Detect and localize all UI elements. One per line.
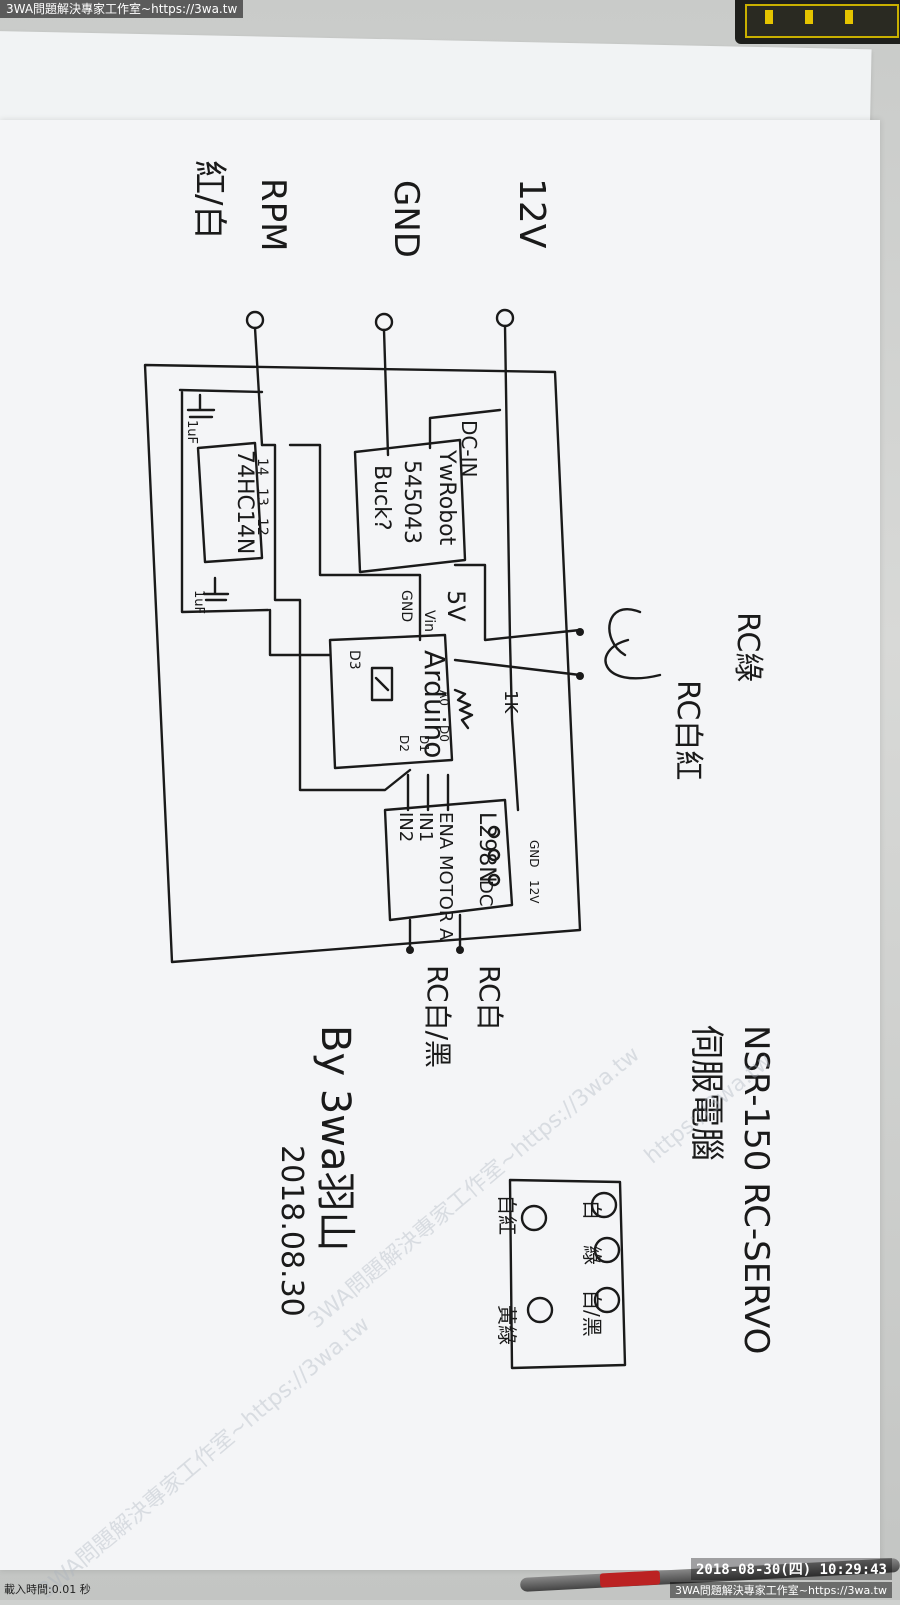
junction-dot (576, 628, 584, 636)
arduino-gnd: GND (398, 590, 414, 622)
driver-name: L298N (474, 812, 499, 883)
label-gnd: GND (386, 180, 426, 258)
cap-wires (178, 388, 270, 614)
schmitt-chip (196, 441, 264, 564)
load-time: 載入時間:0.01 秒 (4, 1583, 91, 1596)
wire-rc-white-red (453, 658, 582, 677)
rc-white-red-arc (604, 638, 662, 680)
wire-rpm (253, 326, 264, 447)
header-pin (805, 10, 813, 24)
terminal-screw (487, 873, 501, 887)
driver-12v: 12V (527, 880, 541, 904)
connector-white-red: 白紅 (495, 1195, 519, 1235)
buck-title: DC-IN (457, 420, 481, 477)
connector-pin (520, 1204, 548, 1232)
label-rc-white-black: RC白/黑 (421, 965, 454, 1068)
arduino-vin: Vin (421, 610, 437, 632)
buck-line3: Buck? (369, 465, 394, 531)
watermark-bar: 3WA問題解決專家工作室~https://3wa.tw (0, 0, 244, 18)
terminal-rpm (245, 310, 265, 330)
wire-dcin (428, 408, 502, 450)
title-line1: NSR-150 RC-SERVO (736, 1025, 776, 1354)
terminal-screw (487, 848, 501, 862)
junction-dot (406, 946, 414, 954)
rc-green-arc (608, 608, 642, 657)
cap-bottom-label: 1uF (191, 590, 206, 614)
drawing-date: 2018.08.30 (274, 1145, 309, 1317)
wire-gnd (382, 328, 390, 457)
schmitt-name: 74HC14N (232, 450, 257, 554)
l298n-driver (383, 798, 514, 922)
junction-dot (456, 946, 464, 954)
wire-signal (260, 443, 412, 792)
label-rc-white-red: RC白紅 (670, 680, 705, 780)
junction-dot (576, 672, 584, 680)
connector-pin (593, 1286, 621, 1314)
connector-pin (593, 1236, 621, 1264)
arduino-board (328, 633, 454, 770)
connector-green: 綠 (580, 1245, 604, 1265)
arduino-d1: D1 (417, 735, 431, 752)
terminal-screw (487, 825, 501, 839)
buck-line1: YwRobot (434, 449, 459, 546)
header-pin (765, 10, 773, 24)
electronics-board (735, 0, 900, 44)
arduino-d2: D2 (397, 735, 411, 752)
buck-module (353, 438, 467, 574)
driver-motor: MOTOR A (435, 855, 456, 941)
cap-top-label: 1uF (184, 420, 199, 444)
title-line2: 伺服電腦 (686, 1025, 726, 1161)
driver-in1: IN1 (415, 812, 436, 842)
wire-12v (503, 324, 520, 812)
wire-motor (408, 913, 462, 952)
arduino-5v: 5V (442, 590, 470, 622)
wire-d3 (268, 608, 332, 657)
terminal-12v (495, 308, 515, 328)
connector-box (508, 1178, 627, 1370)
footer-site: 3WA問題解決專家工作室~https://3wa.tw (670, 1582, 892, 1598)
outer-frame (143, 363, 582, 964)
terminal-gnd (374, 312, 394, 332)
label-rc-white: RC白 (473, 965, 506, 1031)
connector-white-black: 白/黑 (580, 1290, 604, 1337)
arduino-name: Arduino (418, 650, 451, 758)
schmitt-pin-a: 14 (254, 458, 270, 476)
driver-gnd: GND (527, 840, 541, 868)
resistor-label: 1K (500, 690, 521, 714)
label-rc-green: RC綠 (730, 612, 765, 682)
label-12v: 12V (511, 178, 552, 249)
connector-pin (526, 1296, 554, 1324)
label-rpm: RPM (253, 178, 293, 251)
driver-sub: DC (475, 880, 496, 906)
arduino-d0: D0 (437, 725, 451, 742)
paper-sheet (0, 120, 880, 1570)
driver-in2: IN2 (395, 812, 416, 842)
schmitt-pin-c: 12 (254, 518, 270, 536)
header-pin (845, 10, 853, 24)
cap-bottom (202, 576, 230, 602)
arduino-d3: D3 (346, 650, 362, 670)
arduino-a0: A0 (437, 690, 451, 706)
timestamp: 2018-08-30(四) 10:29:43 (690, 1558, 892, 1580)
connector-pin (590, 1191, 618, 1219)
author-signature: By 3wa羽山 (312, 1025, 358, 1252)
wire-rc-green (453, 563, 582, 642)
driver-ena: ENA (435, 812, 456, 850)
connector-yellow-green: 黃綠 (495, 1305, 519, 1345)
wire-digital (406, 773, 450, 812)
wire-5v (288, 443, 422, 642)
arduino-chip-scribble (370, 666, 394, 702)
schmitt-pin-b: 13 (254, 488, 270, 506)
resistor-1k (453, 688, 474, 730)
connector-white: 白 (580, 1200, 604, 1220)
buck-line2: 545043 (399, 460, 424, 544)
label-rpm-wire: 紅/白 (189, 160, 229, 239)
